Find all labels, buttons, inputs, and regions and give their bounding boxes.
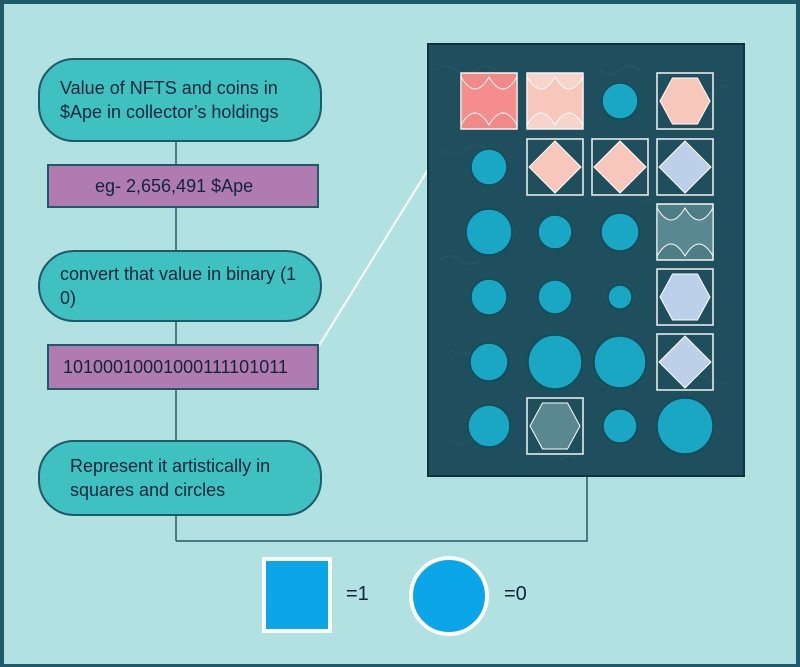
art-wave-shape xyxy=(526,75,584,127)
art-square xyxy=(526,72,584,130)
legend-circle-label: =0 xyxy=(504,583,527,605)
art-circle xyxy=(527,334,583,390)
art-square-frame xyxy=(656,138,714,196)
art-hexagon-shape xyxy=(659,77,711,125)
art-square xyxy=(656,203,714,261)
art-square xyxy=(460,72,518,130)
step-value-text: Value of NFTS and coins in $Ape in colle… xyxy=(60,78,279,122)
binary-value-box: 10100010001000111101011 xyxy=(47,344,319,390)
art-square xyxy=(656,333,714,391)
binary-value-text: 10100010001000111101011 xyxy=(63,356,288,377)
legend-circle-icon xyxy=(409,556,489,636)
example-value-text: eg- 2,656,491 $Ape xyxy=(95,175,254,196)
art-square-frame xyxy=(526,397,584,455)
art-diamond-shape xyxy=(593,140,647,194)
art-wave-shape xyxy=(656,206,714,258)
art-grid xyxy=(460,72,714,455)
legend-square-label: =1 xyxy=(346,583,369,605)
art-square xyxy=(656,138,714,196)
art-diamond-shape xyxy=(528,140,582,194)
art-diamond-shape xyxy=(658,140,712,194)
art-circle xyxy=(470,148,508,186)
art-square-frame xyxy=(656,268,714,326)
step-value-pill: Value of NFTS and coins in $Ape in colle… xyxy=(38,58,322,142)
art-square-frame xyxy=(656,333,714,391)
example-value-box: eg- 2,656,491 $Ape xyxy=(47,164,319,208)
art-square xyxy=(591,138,649,196)
art-circle xyxy=(601,82,639,120)
panel-connector-line xyxy=(176,476,588,542)
art-square xyxy=(656,268,714,326)
art-square xyxy=(526,138,584,196)
art-square-frame xyxy=(526,138,584,196)
art-hexagon-shape xyxy=(659,273,711,321)
art-square-frame xyxy=(591,138,649,196)
art-circle xyxy=(469,342,509,382)
art-square xyxy=(526,397,584,455)
step-represent-text: Represent it artistically in squares and… xyxy=(70,456,271,500)
art-circle xyxy=(602,408,638,444)
art-circle xyxy=(607,284,633,310)
art-circle xyxy=(465,208,513,256)
legend-square-icon xyxy=(262,557,332,633)
art-circle xyxy=(593,335,647,389)
step-convert-pill: convert that value in binary (1 0) xyxy=(38,250,322,322)
art-circle xyxy=(656,397,714,455)
art-diamond-shape xyxy=(658,335,712,389)
art-circle xyxy=(600,212,640,252)
art-hexagon-shape xyxy=(529,402,581,450)
art-square-frame xyxy=(656,72,714,130)
step-convert-text: convert that value in binary (1 0) xyxy=(60,264,297,308)
art-square xyxy=(656,72,714,130)
art-circle xyxy=(467,404,511,448)
art-circle xyxy=(537,214,573,250)
step-represent-pill: Represent it artistically in squares and… xyxy=(38,440,322,516)
art-circle xyxy=(537,279,573,315)
art-circle xyxy=(470,278,508,316)
art-wave-shape xyxy=(460,75,518,127)
